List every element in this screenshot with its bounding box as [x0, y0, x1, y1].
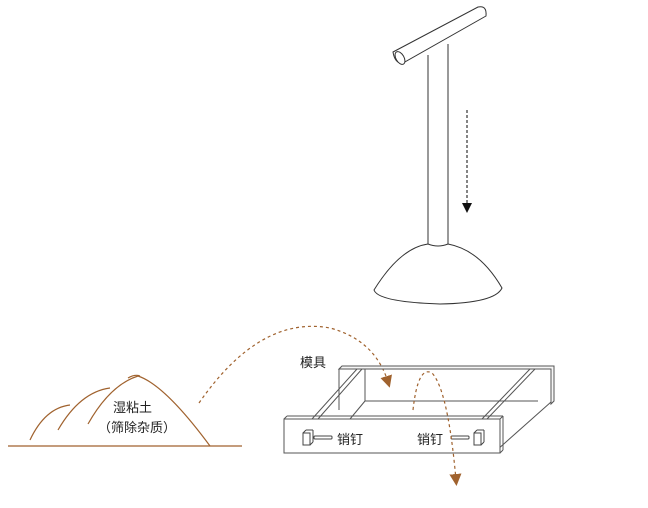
mold-frame	[283, 365, 555, 454]
mold-label: 模具	[300, 356, 327, 371]
press-arrow	[462, 110, 472, 213]
clay-pile	[8, 374, 242, 447]
pin-left	[302, 429, 333, 446]
demold-arrow	[412, 371, 462, 486]
pin-right-label: 销钉	[417, 433, 444, 448]
soil-note-label: （筛除杂质）	[98, 421, 177, 436]
tamper	[373, 6, 503, 305]
soil-title-label: 湿粘土	[113, 401, 153, 416]
transfer-arrow	[198, 325, 392, 404]
pin-left-label: 销钉	[337, 433, 364, 448]
